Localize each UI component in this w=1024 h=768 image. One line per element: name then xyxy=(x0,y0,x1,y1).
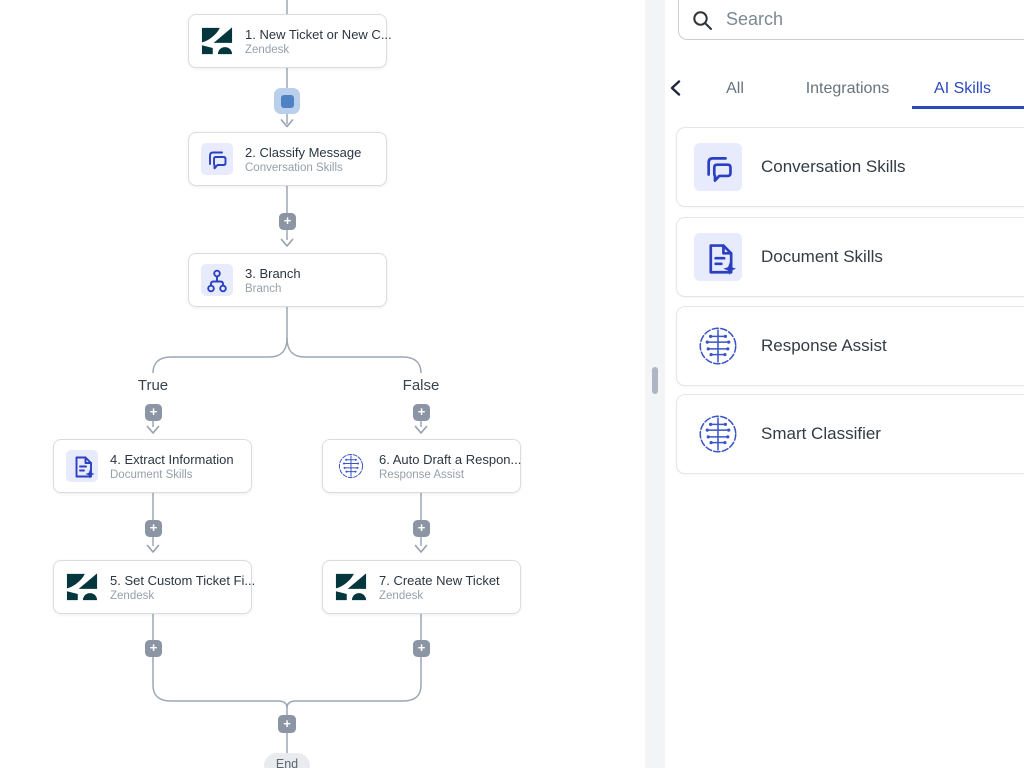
tab-integrations[interactable]: Integrations xyxy=(805,80,890,97)
node-title: 1. New Ticket or New C... xyxy=(245,26,392,42)
node-auto-draft-response[interactable]: 6. Auto Draft a Respon... Response Assis… xyxy=(322,439,521,493)
conversation-icon xyxy=(694,143,742,191)
end-node: End xyxy=(264,753,310,768)
branch-label-true: True xyxy=(137,377,169,394)
node-subtitle: Conversation Skills xyxy=(245,161,343,174)
tab-all[interactable]: All xyxy=(726,80,744,97)
node-subtitle: Response Assist xyxy=(379,468,465,481)
node-subtitle: Branch xyxy=(245,282,282,295)
conversation-icon xyxy=(201,143,233,175)
ai-brain-icon xyxy=(335,450,367,482)
zendesk-icon xyxy=(335,571,367,603)
node-subtitle: Zendesk xyxy=(245,43,290,56)
node-branch[interactable]: 3. Branch Branch xyxy=(188,253,387,307)
selected-connector-handle xyxy=(280,94,294,108)
tab-ai-skills[interactable]: AI Skills xyxy=(934,80,991,97)
tab-bar: All Integrations AI Skills xyxy=(665,0,1024,120)
search-icon xyxy=(692,10,713,36)
branch-icon xyxy=(201,264,233,296)
list-item-smart-classifier[interactable]: Smart Classifier xyxy=(676,394,1024,474)
step-library-panel: Search All Integrations AI Skills Conver… xyxy=(665,0,1024,768)
add-step-button[interactable]: + xyxy=(145,520,162,537)
node-title: 4. Extract Information xyxy=(110,451,234,467)
node-subtitle: Document Skills xyxy=(110,468,193,481)
add-step-button[interactable]: + xyxy=(145,640,162,657)
ai-brain-icon xyxy=(694,322,742,370)
add-step-button[interactable]: + xyxy=(279,213,296,230)
chevron-left-icon[interactable] xyxy=(670,80,686,98)
node-extract-information[interactable]: 4. Extract Information Document Skills xyxy=(53,439,252,493)
list-item-label: Document Skills xyxy=(761,247,883,266)
list-item-document-skills[interactable]: Document Skills xyxy=(676,217,1024,297)
node-new-ticket[interactable]: 1. New Ticket or New C... Zendesk xyxy=(188,14,392,68)
document-icon xyxy=(694,233,742,281)
add-step-button[interactable]: + xyxy=(413,640,430,657)
panel-resize-gutter xyxy=(645,0,665,768)
node-title: 6. Auto Draft a Respon... xyxy=(379,451,522,467)
active-tab-underline xyxy=(912,106,1024,109)
selected-connector[interactable] xyxy=(274,88,300,114)
document-icon xyxy=(66,450,98,482)
add-step-button-true[interactable]: + xyxy=(145,404,162,421)
node-title: 5. Set Custom Ticket Fi... xyxy=(110,572,256,588)
list-item-conversation-skills[interactable]: Conversation Skills xyxy=(676,127,1024,207)
node-create-new-ticket[interactable]: 7. Create New Ticket Zendesk xyxy=(322,560,521,614)
node-classify-message[interactable]: 2. Classify Message Conversation Skills xyxy=(188,132,387,186)
search-input[interactable]: Search xyxy=(678,0,1024,40)
node-set-custom-ticket-field[interactable]: 5. Set Custom Ticket Fi... Zendesk xyxy=(53,560,256,614)
node-title: 3. Branch xyxy=(245,265,301,281)
node-title: 2. Classify Message xyxy=(245,144,362,160)
branch-label-false: False xyxy=(402,377,440,394)
list-item-label: Response Assist xyxy=(761,336,887,355)
node-subtitle: Zendesk xyxy=(379,589,424,602)
zendesk-icon xyxy=(201,25,233,57)
list-item-label: Conversation Skills xyxy=(761,157,906,176)
panel-resize-handle[interactable] xyxy=(652,367,658,394)
flow-canvas[interactable]: 1. New Ticket or New C... Zendesk 2. Cla… xyxy=(0,0,645,768)
add-step-button[interactable]: + xyxy=(413,520,430,537)
node-title: 7. Create New Ticket xyxy=(379,572,500,588)
list-item-label: Smart Classifier xyxy=(761,424,881,443)
search-placeholder: Search xyxy=(726,9,784,29)
zendesk-icon xyxy=(66,571,98,603)
node-subtitle: Zendesk xyxy=(110,589,155,602)
add-step-button-merge[interactable]: + xyxy=(278,715,296,733)
ai-brain-icon xyxy=(694,410,742,458)
add-step-button-false[interactable]: + xyxy=(413,404,430,421)
connector-lines xyxy=(146,0,428,753)
list-item-response-assist[interactable]: Response Assist xyxy=(676,306,1024,386)
